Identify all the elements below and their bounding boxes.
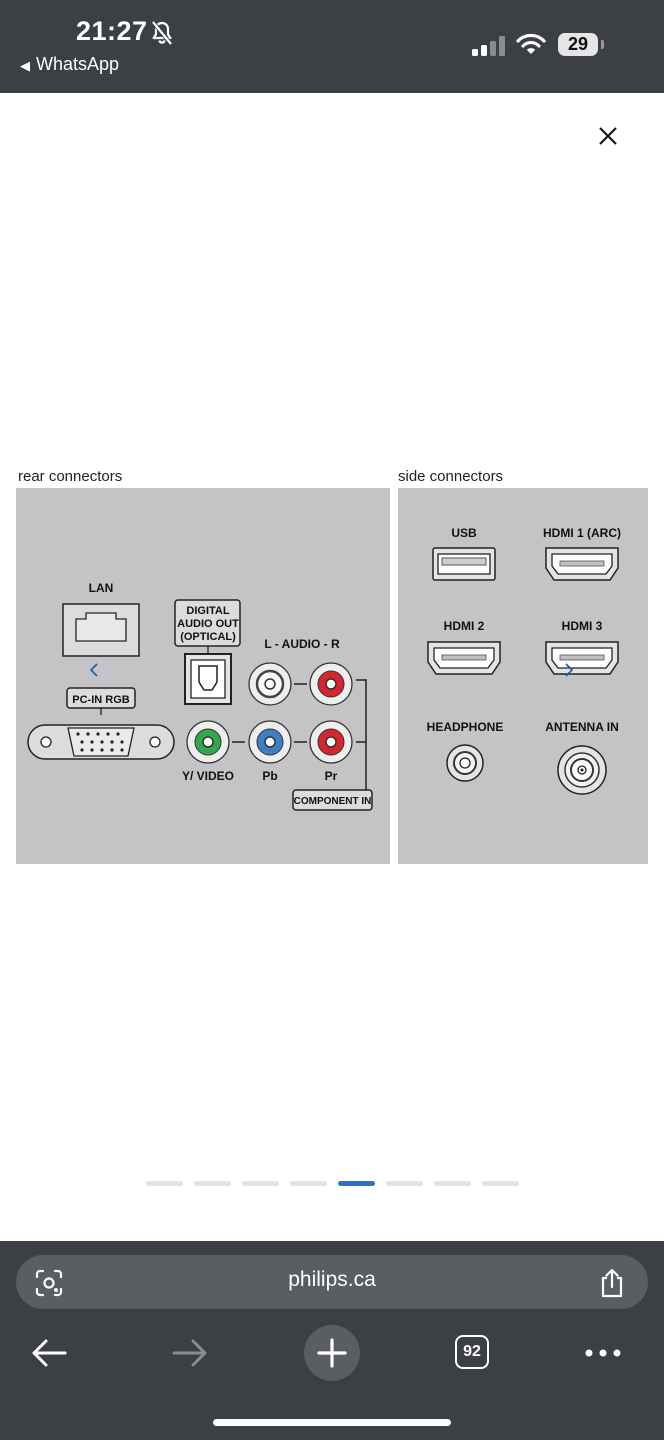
digital-audio-line1: DIGITAL xyxy=(186,605,229,617)
cellular-signal-icon xyxy=(472,36,505,56)
pr-jack xyxy=(309,720,353,764)
battery-indicator: 29 xyxy=(558,33,598,56)
lan-label: LAN xyxy=(89,581,114,595)
digital-audio-line2: AUDIO OUT xyxy=(177,618,239,630)
rear-connectors-panel: LAN PC-IN RGB DIGITAL AUDIO OUT (OPTICAL… xyxy=(16,488,390,864)
share-icon[interactable] xyxy=(597,1267,627,1299)
back-app-label: WhatsApp xyxy=(36,54,120,74)
page-dot[interactable] xyxy=(242,1181,279,1186)
tab-switcher-button[interactable]: 92 xyxy=(455,1335,489,1369)
hdmi1-port xyxy=(545,547,619,581)
address-url[interactable]: philips.ca xyxy=(288,1268,376,1291)
wifi-icon xyxy=(516,33,546,54)
headphone-label: HEADPHONE xyxy=(427,720,504,734)
page-dot[interactable] xyxy=(386,1181,423,1186)
rear-connectors-label: rear connectors xyxy=(18,468,123,485)
page-dot[interactable] xyxy=(434,1181,471,1186)
lan-port xyxy=(62,603,140,657)
pb-label: Pb xyxy=(262,769,277,783)
plus-icon xyxy=(317,1338,347,1368)
antenna-label: ANTENNA IN xyxy=(545,720,619,734)
lens-search-icon[interactable] xyxy=(34,1268,64,1298)
close-icon[interactable] xyxy=(594,122,622,150)
usb-port xyxy=(432,547,496,581)
antenna-port xyxy=(557,745,607,795)
carousel-next-chevron-icon[interactable] xyxy=(565,663,574,677)
usb-label: USB xyxy=(451,526,477,540)
forward-arrow-icon[interactable] xyxy=(171,1337,209,1369)
y-video-jack xyxy=(186,720,230,764)
hdmi2-port xyxy=(427,641,501,675)
hdmi3-label: HDMI 3 xyxy=(562,619,603,633)
address-bar[interactable] xyxy=(16,1255,648,1309)
audio-left-jack xyxy=(248,662,292,706)
page-dot[interactable] xyxy=(146,1181,183,1186)
back-arrow-icon[interactable] xyxy=(30,1337,68,1369)
status-bar: 21:27 ◀ WhatsApp 29 xyxy=(0,0,664,93)
pr-label: Pr xyxy=(325,769,338,783)
pb-jack xyxy=(248,720,292,764)
bell-muted-icon xyxy=(151,20,173,46)
back-to-app-link[interactable]: ◀ WhatsApp xyxy=(20,54,119,75)
digital-audio-line3: (OPTICAL) xyxy=(180,631,236,643)
pc-in-rgb-label: PC-IN RGB xyxy=(72,694,130,706)
more-menu-icon[interactable] xyxy=(584,1346,622,1360)
status-time: 21:27 xyxy=(76,16,148,46)
page-dot[interactable] xyxy=(290,1181,327,1186)
home-indicator[interactable] xyxy=(213,1419,451,1426)
page-dot-active[interactable] xyxy=(338,1181,375,1186)
optical-port xyxy=(184,653,232,705)
page-dot[interactable] xyxy=(482,1181,519,1186)
audio-label: L - AUDIO - R xyxy=(264,637,340,651)
component-in-label: COMPONENT IN xyxy=(294,796,372,807)
page-dot[interactable] xyxy=(194,1181,231,1186)
hdmi3-port xyxy=(545,641,619,675)
hdmi2-label: HDMI 2 xyxy=(444,619,485,633)
component-in-tag xyxy=(292,789,373,811)
side-connectors-label: side connectors xyxy=(398,468,504,485)
y-video-label: Y/ VIDEO xyxy=(182,769,234,783)
vga-port xyxy=(27,724,175,760)
carousel-prev-chevron-icon[interactable] xyxy=(89,663,98,677)
hdmi1-label: HDMI 1 (ARC) xyxy=(543,526,621,540)
audio-right-jack xyxy=(309,662,353,706)
battery-tip xyxy=(601,40,604,49)
headphone-jack xyxy=(446,744,484,782)
side-connectors-panel: USB HDMI 1 (ARC) HDMI 2 HDMI 3 HEADPHONE… xyxy=(398,488,648,864)
back-triangle-icon: ◀ xyxy=(20,58,30,73)
